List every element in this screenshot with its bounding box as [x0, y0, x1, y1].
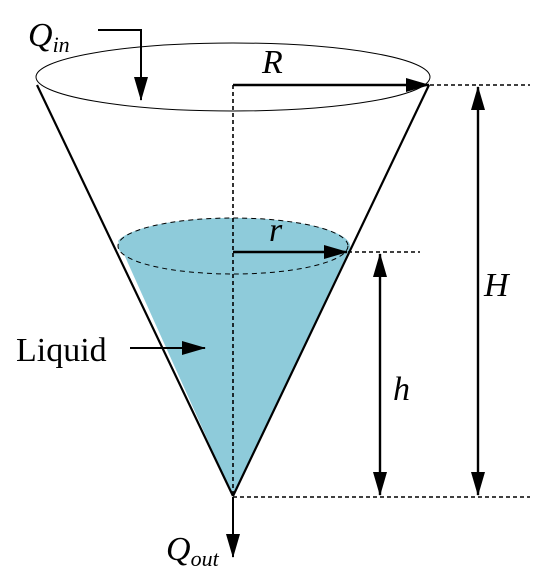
q-out-label: Qout — [166, 531, 220, 571]
small-h-label: h — [393, 371, 410, 408]
small-r-label: r — [269, 212, 283, 249]
inflow-arrow — [98, 29, 148, 101]
cone-wall-left — [36, 84, 234, 497]
q-in-label: Qin — [28, 17, 70, 57]
liquid-label: Liquid — [16, 332, 107, 369]
cone-rim — [35, 42, 431, 112]
cone-wall-right — [232, 84, 430, 497]
liquid-fill — [118, 217, 351, 496]
big-r-label: R — [261, 44, 283, 81]
big-h-label: H — [483, 267, 511, 304]
